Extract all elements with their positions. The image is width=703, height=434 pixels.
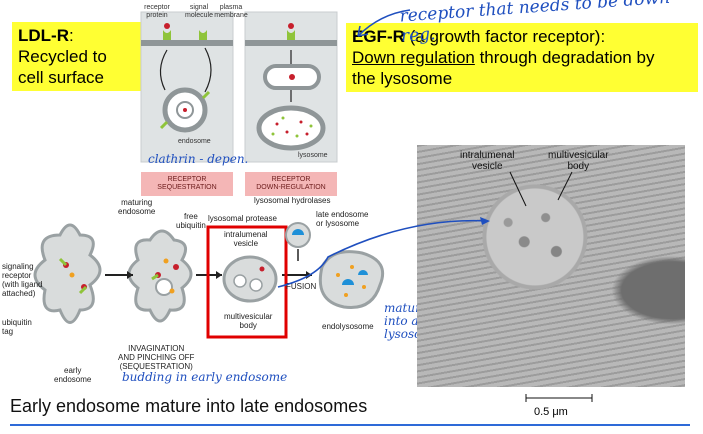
- label-fusion: FUSION: [286, 282, 317, 291]
- receptor-icon: [163, 23, 295, 40]
- egfr-title: EGF-R: [352, 27, 405, 46]
- early-endosome-shape: [33, 223, 102, 324]
- ldlr-line2: cell surface: [18, 68, 104, 87]
- egfr-underlined: Down regulation: [352, 48, 475, 67]
- endolysosome-shape: [318, 250, 385, 310]
- bottom-rule: [10, 424, 690, 426]
- label-lysosome: lysosome: [298, 152, 328, 159]
- egfr-callout: EGF-R (a growth factor receptor): Down r…: [346, 23, 698, 92]
- receptor-fate-panels: [140, 11, 338, 196]
- downregulation-footer: [245, 172, 337, 196]
- endosome-maturation-pathway: [33, 222, 385, 339]
- em-pointer-lines: [509, 171, 573, 207]
- scale-label: 0.5 μm: [534, 406, 568, 418]
- ldlr-callout: LDL-R: Recycled to cell surface: [12, 22, 142, 91]
- mvb-highlight-box: [206, 225, 288, 339]
- egfr-line2: through degradation by: [474, 48, 655, 67]
- label-lysosomal-protease: lysosomal protease: [208, 214, 277, 223]
- scale-bar: [525, 394, 593, 402]
- link-arrow-icon: [277, 217, 490, 288]
- multivesicular-body-shape: [222, 255, 278, 303]
- electron-micrograph: [417, 145, 685, 387]
- label-endolysosome: endolysosome: [322, 322, 374, 331]
- label-endosome: endosome: [178, 138, 211, 145]
- ldlr-title: LDL-R: [18, 26, 69, 45]
- label-lysosomal-hydrolases: lysosomal hydrolases: [254, 196, 331, 205]
- handwritten-clathrin: clathrin - depen.: [148, 152, 249, 166]
- sequestration-panel: [140, 11, 234, 163]
- slide-caption: Early endosome mature into late endosome…: [10, 396, 368, 416]
- lysosome-shape: [256, 105, 326, 151]
- ldlr-line1: Recycled to: [18, 47, 107, 66]
- handwritten-budding: budding in early endosome: [122, 370, 288, 384]
- egfr-desc: (a growth factor receptor):: [404, 27, 606, 46]
- hand-arrow-icon: [357, 9, 411, 37]
- egfr-line3: the lysosome: [352, 69, 453, 88]
- sequestration-footer: [141, 172, 233, 196]
- ldlr-colon: :: [68, 26, 74, 45]
